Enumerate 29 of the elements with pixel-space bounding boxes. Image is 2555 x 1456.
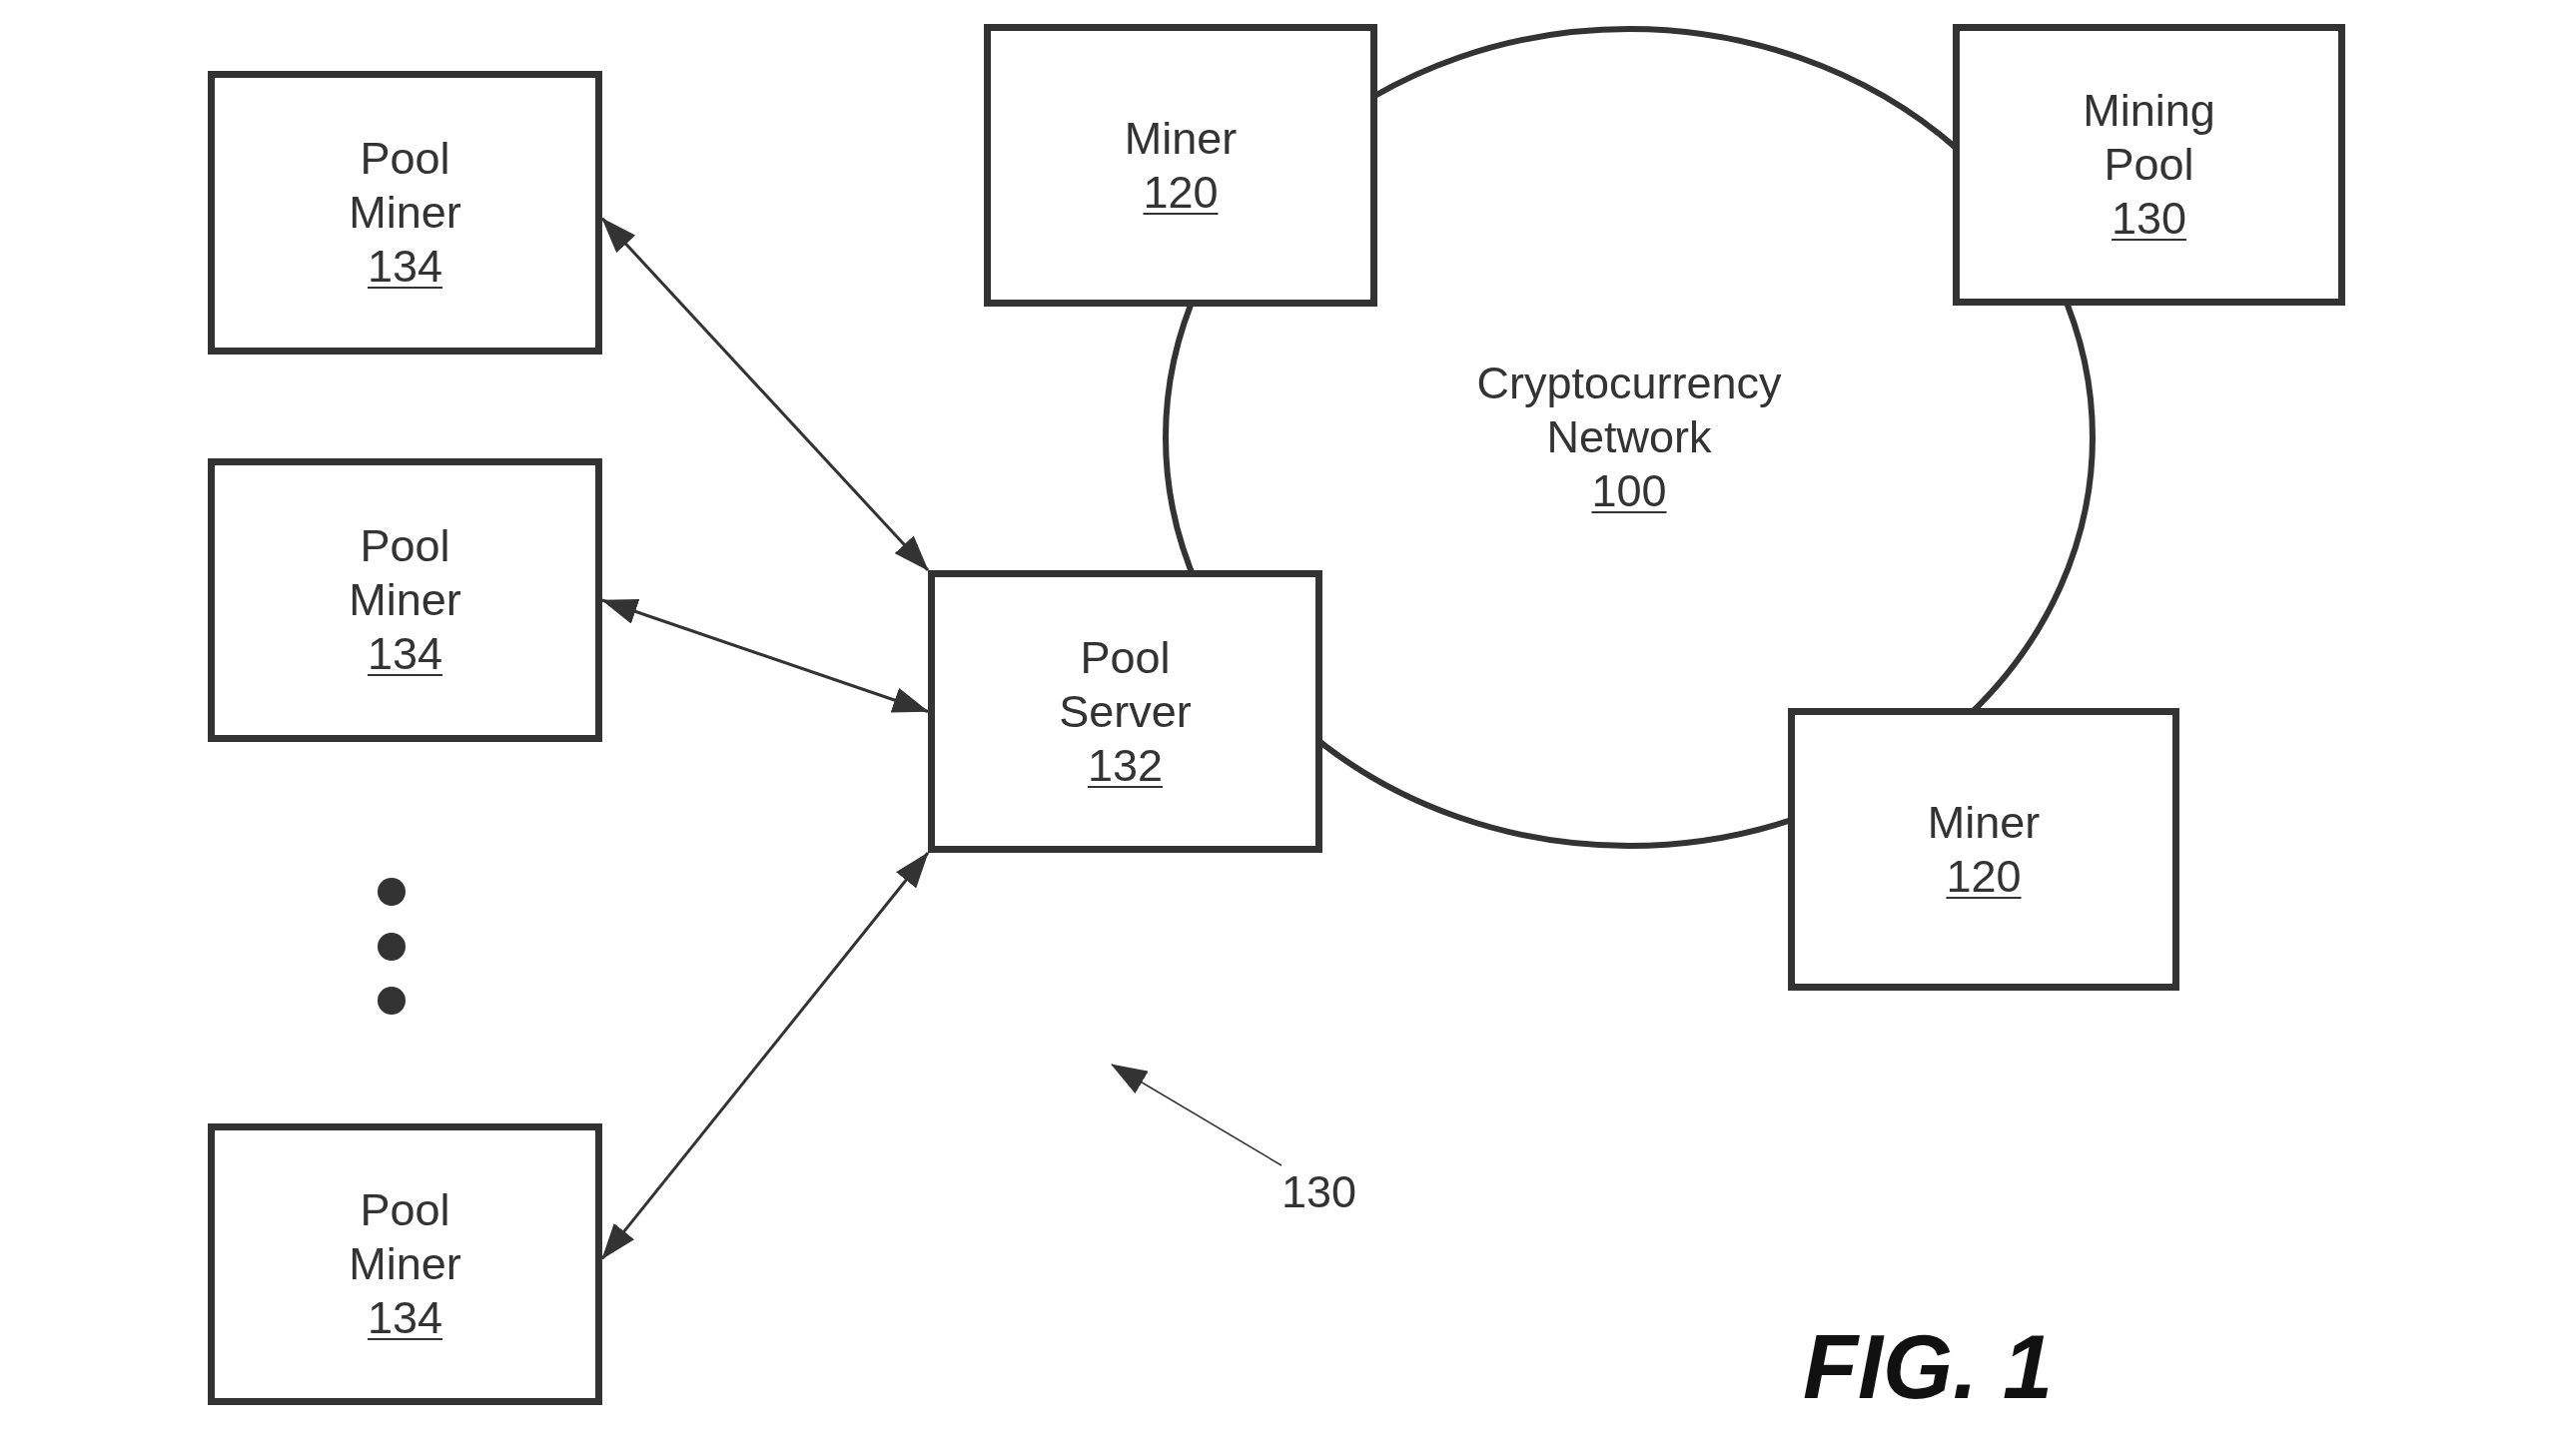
process-box [1788, 708, 2179, 991]
node-label: Pool Miner [349, 132, 461, 240]
node-label: Pool Server [1059, 630, 1192, 739]
process-box [928, 570, 1322, 853]
process-box [208, 71, 602, 355]
node-label: Mining Pool [2083, 84, 2215, 192]
process-box [208, 1123, 602, 1405]
reference-numeral: 132 [1087, 738, 1164, 793]
node-label: Miner [1927, 795, 2041, 850]
reference-numeral: 130 [2111, 192, 2187, 246]
node-label: Pool Miner [349, 1183, 461, 1291]
double-headed-arrow [600, 852, 930, 1260]
reference-numeral: 134 [367, 1291, 443, 1345]
figure-caption: FIG. 1 [1803, 1322, 2054, 1412]
process-box [984, 24, 1377, 307]
node-label: Pool Miner [349, 519, 461, 627]
process-box [1953, 24, 2345, 306]
reference-numeral: 134 [367, 240, 443, 294]
process-box [208, 458, 602, 742]
double-headed-arrow [600, 217, 930, 571]
node-label: Cryptocurrency Network [1476, 357, 1782, 464]
reference-numeral: 134 [367, 627, 443, 681]
double-headed-arrow [601, 598, 929, 713]
reference-numeral: 120 [1946, 849, 2022, 904]
reference-numeral: 130 [1281, 1165, 1357, 1219]
leader-arrow [1111, 1064, 1282, 1166]
reference-numeral: 120 [1143, 165, 1219, 220]
reference-numeral: 100 [1591, 464, 1667, 518]
node-label: Miner [1124, 111, 1238, 166]
